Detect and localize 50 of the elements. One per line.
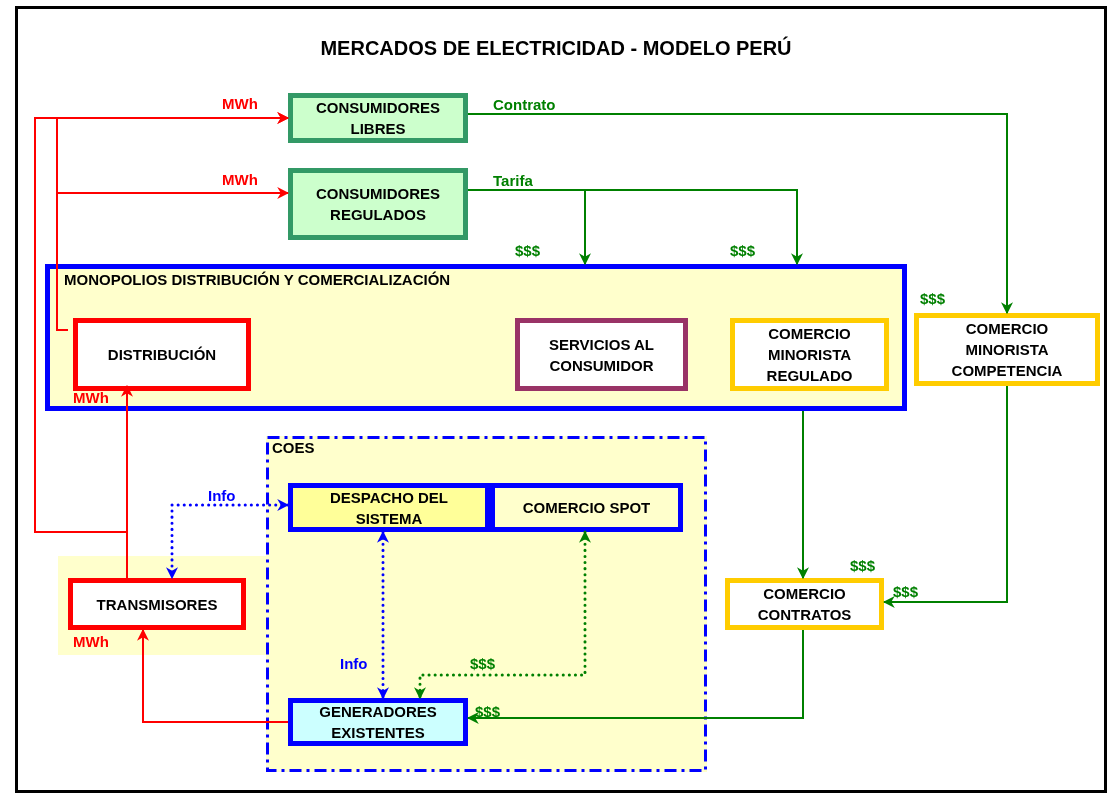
flow-label: $$$ <box>920 290 946 308</box>
edge-label: Info <box>208 487 236 505</box>
flow-label: Tarifa <box>493 172 533 190</box>
node-label: GENERADORES EXISTENTES <box>318 702 438 743</box>
edge-label: MWh <box>73 389 109 407</box>
edge-label: $$$ <box>850 557 876 575</box>
node-label: CONSUMIDORES REGULADOS <box>314 184 442 225</box>
process-box <box>490 483 683 532</box>
node-label: COMERCIO CONTRATOS <box>756 584 853 625</box>
edge-label: $$$ <box>730 242 756 260</box>
process-box <box>288 93 468 143</box>
arrow <box>166 499 290 580</box>
group-title: COES <box>272 438 315 458</box>
group-container <box>266 436 707 772</box>
arrow <box>414 530 591 700</box>
process-box <box>288 168 468 240</box>
group-title: MONOPOLIOS DISTRIBUCIÓN Y COMERCIALIZACIÓN <box>64 270 451 290</box>
process-box <box>288 483 490 532</box>
process-box <box>288 698 468 746</box>
node-label: CONSUMIDORES LIBRES <box>314 98 442 139</box>
edge-label: $$$ <box>515 242 541 260</box>
arrow <box>467 113 1013 315</box>
edge-label: $$$ <box>475 703 501 721</box>
edge-label: MWh <box>222 95 258 113</box>
process-box <box>725 578 884 630</box>
process-box <box>515 318 688 391</box>
process-box <box>68 578 246 630</box>
arrow <box>466 629 804 724</box>
arrow <box>377 530 389 700</box>
edge-label: MWh <box>222 171 258 189</box>
process-box <box>730 318 889 391</box>
edge-label: $$$ <box>893 583 919 601</box>
edge-label: Contrato <box>493 96 556 114</box>
group-container <box>45 264 907 411</box>
process-box <box>73 318 251 391</box>
edge-label: Info <box>340 655 368 673</box>
node-label: COMERCIO MINORISTA COMPETENCIA <box>950 319 1064 381</box>
node-label: SERVICIOS AL CONSUMIDOR <box>548 334 655 376</box>
node-label: TRANSMISORES <box>96 594 218 615</box>
node-label: DESPACHO DEL SISTEMA <box>328 487 450 529</box>
edge-label: MWh <box>73 633 109 651</box>
node-label: COMERCIO MINORISTA REGULADO <box>765 324 854 386</box>
node-label: DISTRIBUCIÓN <box>107 345 217 365</box>
arrow <box>797 410 809 580</box>
arrow <box>882 385 1008 608</box>
diagram-title: MERCADOS DE ELECTRICIDAD - MODELO PERÚ <box>319 35 793 61</box>
node-label: COMERCIO SPOT <box>522 498 651 518</box>
process-box <box>914 313 1100 386</box>
arrow <box>137 628 289 723</box>
edge-label: $$$ <box>470 655 496 673</box>
